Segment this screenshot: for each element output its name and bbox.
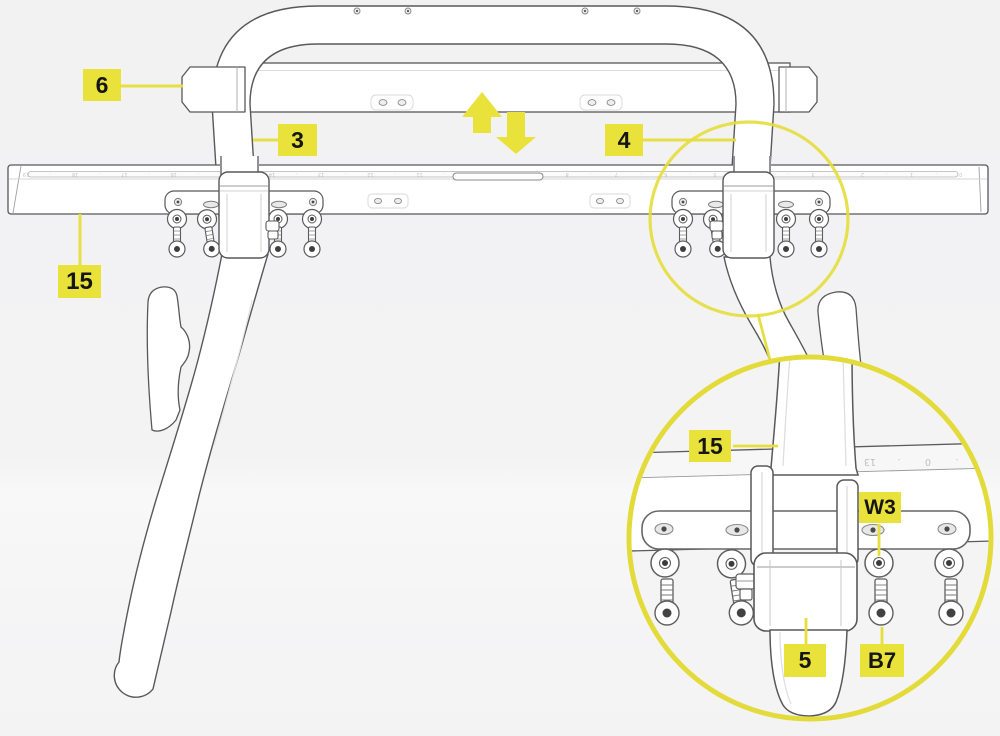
rail: 19.18.17.16.15.14.13.12.11.10.9.8.7.6.5.… [7,164,989,215]
svg-text:18: 18 [72,171,78,177]
svg-text:6: 6 [664,171,667,177]
detail-bracket [641,510,971,550]
svg-text:14: 14 [269,171,275,177]
svg-text:.: . [886,171,888,177]
svg-text:.: . [197,171,199,177]
callout-label-5: 5 [784,644,826,677]
hoop-bar [211,5,775,233]
magnifier-connector-line [756,313,772,361]
detail-clamp-knob [735,573,756,601]
left-support-arm [146,286,191,432]
rail-screw-pair [367,193,409,209]
crossbar-screw-plate [370,94,414,111]
svg-text:0: 0 [925,456,931,467]
crossbar [234,62,791,113]
detail-clamp [735,465,859,632]
svg-text:17: 17 [121,171,127,177]
washer-bolt [301,208,323,258]
svg-text:7: 7 [615,171,618,177]
svg-text:5: 5 [713,171,716,177]
svg-text:.: . [295,171,297,177]
highlight-circle-icon [648,120,850,318]
clamp-knob [265,220,280,240]
svg-text:16: 16 [170,171,176,177]
crossbar-end-caps [181,66,818,113]
hoop-top-screws [353,7,641,15]
svg-text:3: 3 [812,171,815,177]
callout-label-15: 15 [58,265,101,298]
svg-text:.: . [640,171,642,177]
move-down-arrow-icon [496,112,536,154]
svg-text:.: . [689,171,691,177]
callout-label-3: 3 [278,124,317,156]
svg-text:19: 19 [23,171,29,177]
callout-label-6: 6 [83,69,121,101]
svg-text:.: . [897,456,900,467]
svg-text:.: . [148,171,150,177]
detail-leaders [733,444,884,646]
right-bracket-hardware [672,208,830,258]
callout-label-15-detail: 15 [689,430,731,462]
svg-text:2: 2 [861,171,864,177]
svg-text:.: . [394,171,396,177]
detail-tube-upper [770,359,859,476]
svg-text:13: 13 [318,171,324,177]
svg-text:.: . [345,171,347,177]
svg-text:.: . [787,171,789,177]
svg-text:1: 1 [910,171,913,177]
svg-text:.: . [49,171,51,177]
svg-text:12: 12 [367,171,373,177]
svg-text:.: . [443,171,445,177]
svg-text:.: . [955,456,958,467]
washer-bolt [166,208,188,258]
svg-text:13: 13 [864,456,876,467]
crossbar-screw-plate [579,94,623,111]
callout-label-b7: B7 [860,644,904,677]
svg-text:11: 11 [416,171,422,177]
detail-washer-bolt [864,548,894,626]
detail-hardware [650,548,964,626]
move-up-arrow-icon [462,92,502,133]
detail-washer-bolt [650,548,680,626]
rail-slot [452,172,544,181]
washer-bolt [808,208,830,258]
washer-bolt [775,208,797,258]
washer-bolt [672,208,694,258]
svg-text:.: . [99,171,101,177]
washer-bolt [196,209,221,258]
left-leg [113,253,269,698]
svg-text:0: 0 [959,171,962,177]
svg-text:.: . [935,171,937,177]
detail-washer-bolt [934,548,964,626]
clamp-knob [709,220,724,240]
svg-text:8: 8 [566,171,569,177]
callout-label-4: 4 [605,124,643,156]
rail-screw-pair [589,193,631,209]
right-clamp [709,156,775,259]
callout-label-w3: W3 [859,492,901,523]
left-clamp [218,156,280,259]
svg-text:.: . [591,171,593,177]
